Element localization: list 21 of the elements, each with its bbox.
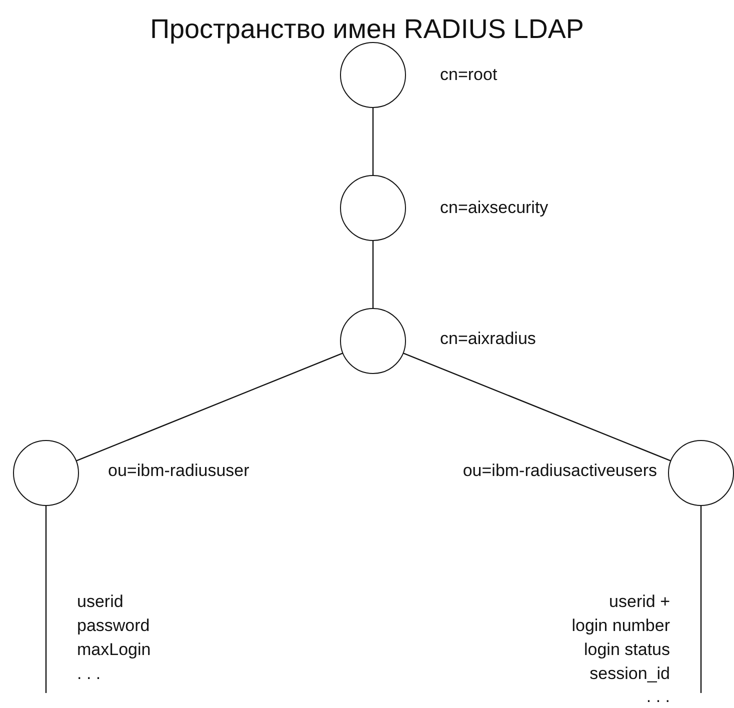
node-label: ou=ibm-radiususer — [108, 461, 250, 481]
attribute-label: . . . — [77, 664, 101, 684]
connector-line — [700, 506, 702, 693]
tree-edge — [372, 108, 374, 175]
node-label: cn=aixsecurity — [440, 198, 548, 218]
attribute-label: . . . — [646, 687, 670, 707]
attribute-label: userid — [77, 592, 124, 612]
attribute-label: login status — [584, 640, 670, 660]
node-label: ou=ibm-radiusactiveusers — [462, 461, 657, 481]
tree-edge — [372, 241, 374, 308]
attribute-label: maxLogin — [77, 640, 151, 660]
node-label: cn=root — [440, 65, 498, 85]
connector-line — [45, 506, 47, 693]
diagram-title: Пространство имен RADIUS LDAP — [149, 14, 585, 45]
attribute-label: login number — [572, 616, 670, 636]
attribute-label: session_id — [590, 664, 670, 684]
tree-edge — [403, 352, 671, 462]
tree-edge — [76, 352, 343, 462]
attribute-label: password — [77, 616, 150, 636]
attribute-label: userid + — [609, 592, 670, 612]
node-label: cn=aixradius — [440, 329, 536, 349]
